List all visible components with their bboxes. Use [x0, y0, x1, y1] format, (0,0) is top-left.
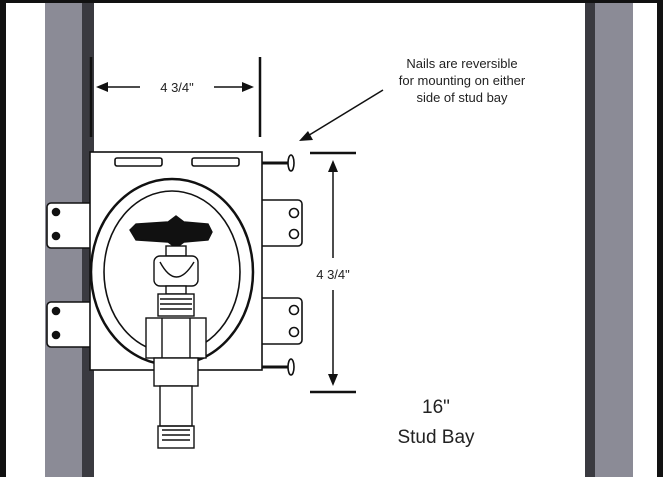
- height-dimension: [310, 151, 356, 394]
- stud-bay-size: 16": [422, 397, 450, 418]
- height-dimension-label: 4 3/4": [316, 267, 350, 282]
- nails-note: Nails are reversible for mounting on eit…: [399, 56, 526, 105]
- mounting-bracket-right: [254, 199, 303, 345]
- valve-assembly: [129, 215, 213, 449]
- right-stud: [585, 3, 633, 477]
- width-dimension-label: 4 3/4": [160, 80, 194, 95]
- width-dimension: [89, 57, 262, 137]
- nails-note-line-2: for mounting on either: [399, 73, 526, 88]
- nails-note-line-1: Nails are reversible: [406, 56, 517, 71]
- mounting-bracket-left: [46, 202, 98, 348]
- nails-note-line-3: side of stud bay: [416, 90, 508, 105]
- valve-handle: [129, 215, 213, 249]
- nail-bottom: [262, 358, 295, 376]
- stud-bay-label: Stud Bay: [397, 427, 475, 448]
- nails-note-arrow: [299, 89, 384, 141]
- nail-top: [262, 154, 295, 172]
